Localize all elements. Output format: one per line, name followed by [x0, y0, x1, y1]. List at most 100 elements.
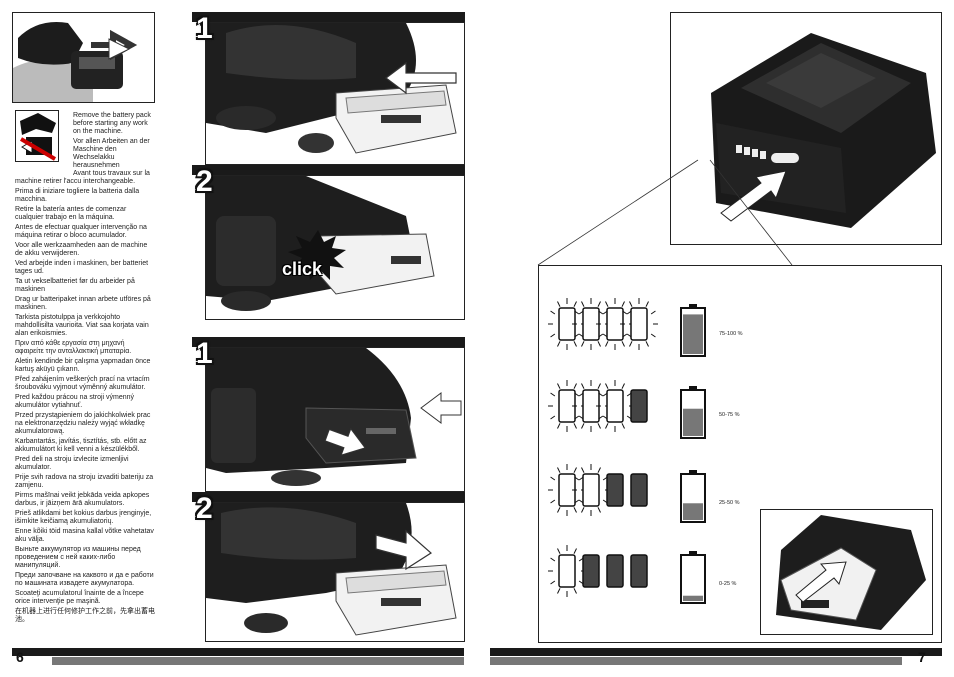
led-ray	[557, 383, 561, 389]
footer-bar-right-grey	[490, 657, 902, 665]
multilingual-instructions: Avant tous travaux sur la machine retire…	[15, 170, 155, 626]
level-label-75-100: 75-100 %	[719, 331, 743, 337]
warning-en: Remove the battery pack before starting …	[73, 112, 151, 135]
led-ray	[574, 333, 580, 338]
lang-fi: Tarkista pistotulppa ja verkkojohto mahd…	[15, 314, 149, 337]
lang-da: Ved arbejde inden i maskinen, ber batter…	[15, 260, 149, 275]
page-number-right: 7	[918, 649, 926, 665]
led-ray	[573, 423, 577, 429]
led-ray	[598, 415, 604, 420]
led-ray	[581, 507, 585, 513]
thumbnail-battery-removal	[12, 12, 155, 103]
led-2-3	[606, 389, 624, 423]
battery-fill-2	[683, 408, 703, 436]
click-label: click	[282, 259, 323, 279]
led-ray	[574, 310, 580, 315]
battery-terminal-3	[689, 470, 697, 474]
lang-lv: Pirms mašīnai veikt jebkāda veida apkope…	[15, 492, 150, 507]
led-ray	[598, 310, 604, 315]
led-ray	[550, 392, 556, 397]
led-ray	[574, 476, 580, 481]
warning-de: Vor allen Arbeiten an der Maschine den W…	[73, 138, 150, 169]
led-ray	[597, 507, 601, 513]
led-4-4	[630, 554, 648, 588]
lang-it: Prima di iniziare togliere la batteria d…	[15, 188, 140, 203]
step-1b-number: 1	[196, 337, 213, 370]
led-ray	[621, 341, 625, 347]
battery-gauge-closeup-figure	[670, 12, 942, 245]
lang-fr: Avant tous travaux sur la machine retire…	[15, 170, 150, 185]
lang-sv: Drag ur batteripaket innan arbete utföre…	[15, 296, 151, 311]
footer-bar-right	[490, 648, 942, 656]
led-1-4	[630, 307, 648, 341]
led-ray	[550, 310, 556, 315]
step-1-remove-figure	[205, 22, 465, 165]
step-2b-header-bar	[192, 492, 465, 502]
step-1-header-bar	[192, 12, 465, 22]
led-ray	[645, 301, 649, 307]
led-ray	[573, 383, 577, 389]
led-ray	[597, 301, 601, 307]
led-ray	[605, 341, 609, 347]
lang-no: Ta ut vekselbatteriet før du arbeider på…	[15, 278, 135, 293]
led-ray	[557, 588, 561, 594]
led-4-3	[606, 554, 624, 588]
led-ray	[557, 301, 561, 307]
led-ray	[574, 392, 580, 397]
led-ray	[581, 423, 585, 429]
step-2b-number: 2	[196, 492, 213, 525]
battery-fill-4	[683, 595, 703, 601]
led-2-4	[630, 389, 648, 423]
led-3-2	[582, 473, 600, 507]
led-ray	[557, 341, 561, 347]
led-ray	[622, 310, 628, 315]
warning-pictogram	[15, 110, 59, 162]
led-ray	[574, 415, 580, 420]
led-ray	[550, 580, 556, 585]
lang-et: Enne kõiki töid masina kallal võtke vahe…	[15, 528, 154, 543]
led-ray	[645, 341, 649, 347]
page-number-left: 6	[16, 649, 24, 665]
callout-lines	[537, 159, 793, 266]
lang-pl: Przed przystąpieniem do jakichkolwiek pr…	[15, 412, 151, 435]
led-4-2	[582, 554, 600, 588]
lang-ro: Scoateţi acumulatorul înainte de a încep…	[15, 590, 144, 605]
step-1b-press-release-figure	[205, 347, 465, 492]
led-ray	[557, 423, 561, 429]
led-ray	[573, 341, 577, 347]
led-ray	[598, 333, 604, 338]
lang-sk: Pred každou prácou na stroji výmenný aku…	[15, 394, 135, 409]
led-ray	[650, 333, 656, 338]
charger-insert-figure	[760, 509, 933, 635]
lang-zh: 在机器上进行任何修护工作之前，先拿出蓄电池。	[15, 608, 155, 623]
led-ray	[605, 423, 609, 429]
step-2-header-bar	[192, 165, 465, 175]
step-1-number: 1	[196, 12, 213, 45]
led-ray	[581, 301, 585, 307]
led-ray	[581, 383, 585, 389]
lang-cs: Před zahájením veškerých prací na vrtací…	[15, 376, 150, 391]
led-ray	[622, 333, 628, 338]
battery-terminal-2	[689, 386, 697, 390]
led-ray	[597, 467, 601, 473]
step-2b-slide-out-figure	[205, 502, 465, 642]
led-ray	[574, 499, 580, 504]
warning-box: Remove the battery pack before starting …	[15, 110, 155, 180]
led-ray	[550, 499, 556, 504]
led-4-1	[558, 554, 576, 588]
level-label-50-75: 50-75 %	[719, 412, 740, 418]
led-ray	[550, 557, 556, 562]
led-ray	[557, 507, 561, 513]
led-ray	[557, 548, 561, 554]
lang-tr: Aletin kendinde bir çalışma yapmadan önc…	[15, 358, 151, 373]
lang-el: Πριν από κάθε εργασία στη μηχανή αφαιρεί…	[15, 340, 132, 355]
led-ray	[573, 588, 577, 594]
lang-hu: Karbantartás, javítás, tisztítás, stb. e…	[15, 438, 147, 453]
footer-bar-left-grey	[52, 657, 464, 665]
warning-text: Remove the battery pack before starting …	[73, 112, 155, 172]
lang-pt: Antes de efectuar qualquer intervenção n…	[15, 224, 147, 239]
led-ray	[557, 467, 561, 473]
led-ray	[597, 341, 601, 347]
battery-terminal-1	[689, 304, 697, 308]
led-ray	[597, 383, 601, 389]
